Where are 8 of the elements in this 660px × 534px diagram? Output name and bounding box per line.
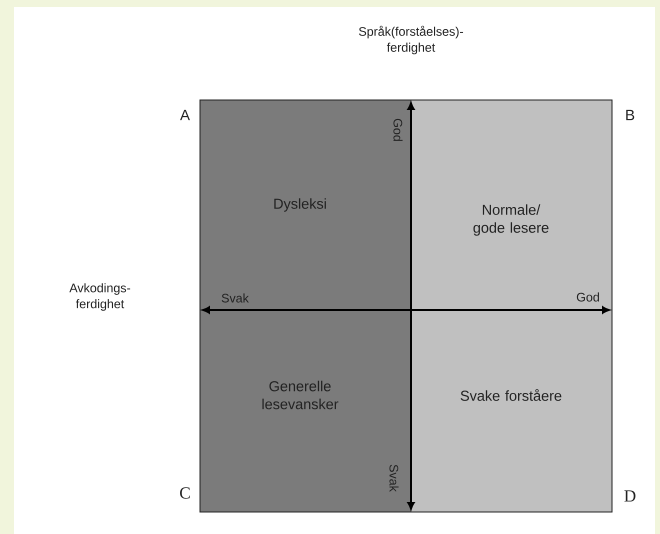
corner-letter: B (626, 110, 634, 120)
axis-end-label: Svak (389, 464, 399, 492)
axis-end-label: God (576, 292, 599, 302)
quadrant-box: Svake forståere (411, 310, 612, 512)
axis-title: Språk(forståelses)- ferdighet (358, 26, 464, 54)
axis-end-label: Svak (222, 293, 249, 303)
axis-end-label: God (393, 118, 403, 141)
axis-title: Avkodings- ferdighet (69, 283, 130, 311)
